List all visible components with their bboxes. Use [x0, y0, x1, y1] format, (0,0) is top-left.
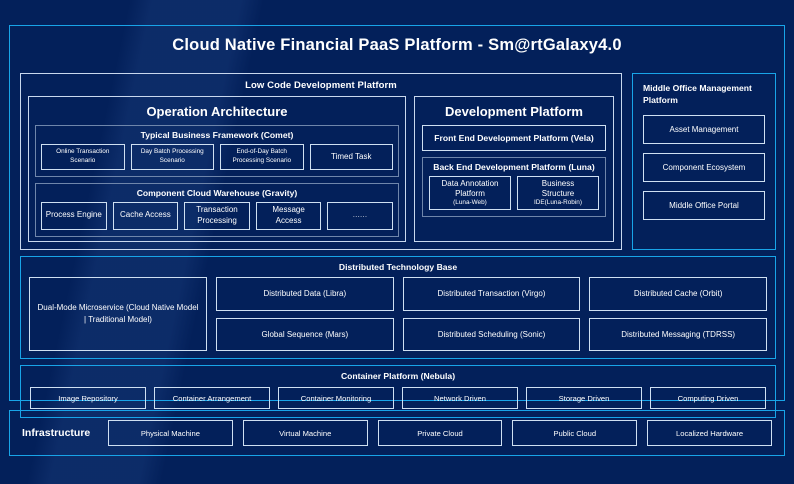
back-end-development-platform-title: Back End Development Platform (Luna) — [433, 162, 595, 172]
distributed-technology-base-title: Distributed Technology Base — [338, 262, 458, 272]
typical-business-framework-row: Online Transaction Scenario Day Batch Pr… — [41, 144, 393, 170]
container-platform-section: Container Platform (Nebula) Image Reposi… — [20, 365, 776, 418]
card-data-annotation-platform-line2: Platform — [455, 189, 485, 198]
card-distributed-scheduling[interactable]: Distributed Scheduling (Sonic) — [402, 317, 581, 351]
card-physical-machine[interactable]: Physical Machine — [108, 420, 233, 446]
card-asset-management[interactable]: Asset Management — [643, 114, 765, 144]
card-end-of-day-batch-processing-scenario[interactable]: End-of-Day Batch Processing Scenario — [220, 144, 304, 170]
card-image-repository[interactable]: Image Repository — [30, 387, 146, 409]
development-platform-panel: Development Platform Front End Developme… — [414, 96, 614, 242]
container-platform-cards-row: Image Repository Container Arrangement C… — [30, 387, 766, 409]
card-data-annotation-platform-line1: Data Annotation — [441, 179, 499, 188]
card-public-cloud[interactable]: Public Cloud — [512, 420, 638, 446]
component-cloud-warehouse-group: Component Cloud Warehouse (Gravity) Proc… — [35, 183, 399, 237]
development-platform-title: Development Platform — [445, 104, 583, 119]
component-cloud-warehouse-title: Component Cloud Warehouse (Gravity) — [136, 188, 298, 198]
back-end-cards-row: Data Annotation Platform (Luna-Web) Busi… — [429, 176, 599, 210]
card-process-engine[interactable]: Process Engine — [41, 202, 107, 230]
card-data-annotation-platform[interactable]: Data Annotation Platform (Luna-Web) — [429, 176, 511, 210]
card-computing-driven[interactable]: Computing Driven — [650, 387, 766, 409]
container-platform-title: Container Platform (Nebula) — [340, 371, 456, 381]
card-middle-office-portal[interactable]: Middle Office Portal — [643, 190, 765, 220]
card-distributed-messaging[interactable]: Distributed Messaging (TDRSS) — [589, 317, 767, 351]
low-code-development-platform-section: Low Code Development Platform Operation … — [20, 73, 622, 250]
card-localized-hardware[interactable]: Localized Hardware — [647, 420, 772, 446]
card-cache-access[interactable]: Cache Access — [112, 202, 179, 230]
card-data-annotation-platform-line3: (Luna-Web) — [453, 199, 487, 206]
low-code-platform-title: Low Code Development Platform — [245, 80, 397, 91]
card-message-access[interactable]: Message Access — [255, 202, 322, 230]
operation-architecture-panel: Operation Architecture Typical Business … — [28, 96, 406, 242]
component-cloud-warehouse-row: Process Engine Cache Access Transaction … — [41, 202, 393, 230]
distributed-technology-cards-grid: Distributed Data (Libra) Distributed Tra… — [216, 277, 767, 351]
card-network-driven[interactable]: Network Driven — [402, 387, 518, 409]
card-distributed-transaction[interactable]: Distributed Transaction (Virgo) — [402, 277, 581, 311]
card-virtual-machine[interactable]: Virtual Machine — [242, 420, 368, 446]
distributed-technology-base-section: Distributed Technology Base Dual-Mode Mi… — [20, 256, 776, 359]
page-title: Cloud Native Financial PaaS Platform - S… — [172, 36, 622, 54]
card-distributed-cache[interactable]: Distributed Cache (Orbit) — [589, 277, 767, 311]
card-global-sequence[interactable]: Global Sequence (Mars) — [216, 317, 394, 351]
back-end-development-platform-group: Back End Development Platform (Luna) Dat… — [422, 157, 606, 217]
card-business-structure-ide-line1: Business — [541, 179, 575, 188]
card-timed-task[interactable]: Timed Task — [309, 144, 393, 170]
card-day-batch-processing-scenario[interactable]: Day Batch Processing Scenario — [130, 144, 214, 170]
typical-business-framework-group: Typical Business Framework (Comet) Onlin… — [35, 125, 399, 177]
platform-frame: Cloud Native Financial PaaS Platform - S… — [9, 25, 785, 418]
middle-office-management-platform-section: Middle Office Management Platform Asset … — [632, 73, 776, 250]
operation-architecture-title: Operation Architecture — [146, 104, 288, 119]
card-transaction-processing[interactable]: Transaction Processing — [184, 202, 250, 230]
card-dual-mode-microservice[interactable]: Dual-Mode Microservice (Cloud Native Mod… — [29, 277, 207, 351]
typical-business-framework-title: Typical Business Framework (Comet) — [140, 130, 294, 140]
infrastructure-section: Infrastructure Physical Machine Virtual … — [9, 410, 785, 456]
card-front-end-development-platform[interactable]: Front End Development Platform (Vela) — [422, 125, 606, 151]
card-business-structure-ide[interactable]: Business Structure IDE(Luna-Robin) — [517, 176, 599, 210]
card-component-ecosystem[interactable]: Component Ecosystem — [643, 152, 765, 182]
card-private-cloud[interactable]: Private Cloud — [377, 420, 503, 446]
card-business-structure-ide-line2: Structure — [541, 189, 575, 198]
card-container-arrangement[interactable]: Container Arrangement — [154, 387, 270, 409]
card-more-ellipsis[interactable]: ...... — [327, 202, 393, 230]
infrastructure-label: Infrastructure — [22, 427, 91, 439]
card-container-monitoring[interactable]: Container Monitoring — [278, 387, 394, 409]
card-distributed-data[interactable]: Distributed Data (Libra) — [216, 277, 394, 311]
card-business-structure-ide-line3: IDE(Luna-Robin) — [534, 199, 582, 206]
middle-office-title: Middle Office Management Platform — [643, 83, 752, 106]
card-storage-driven[interactable]: Storage Driven — [526, 387, 642, 409]
card-online-transaction-scenario[interactable]: Online Transaction Scenario — [41, 144, 125, 170]
